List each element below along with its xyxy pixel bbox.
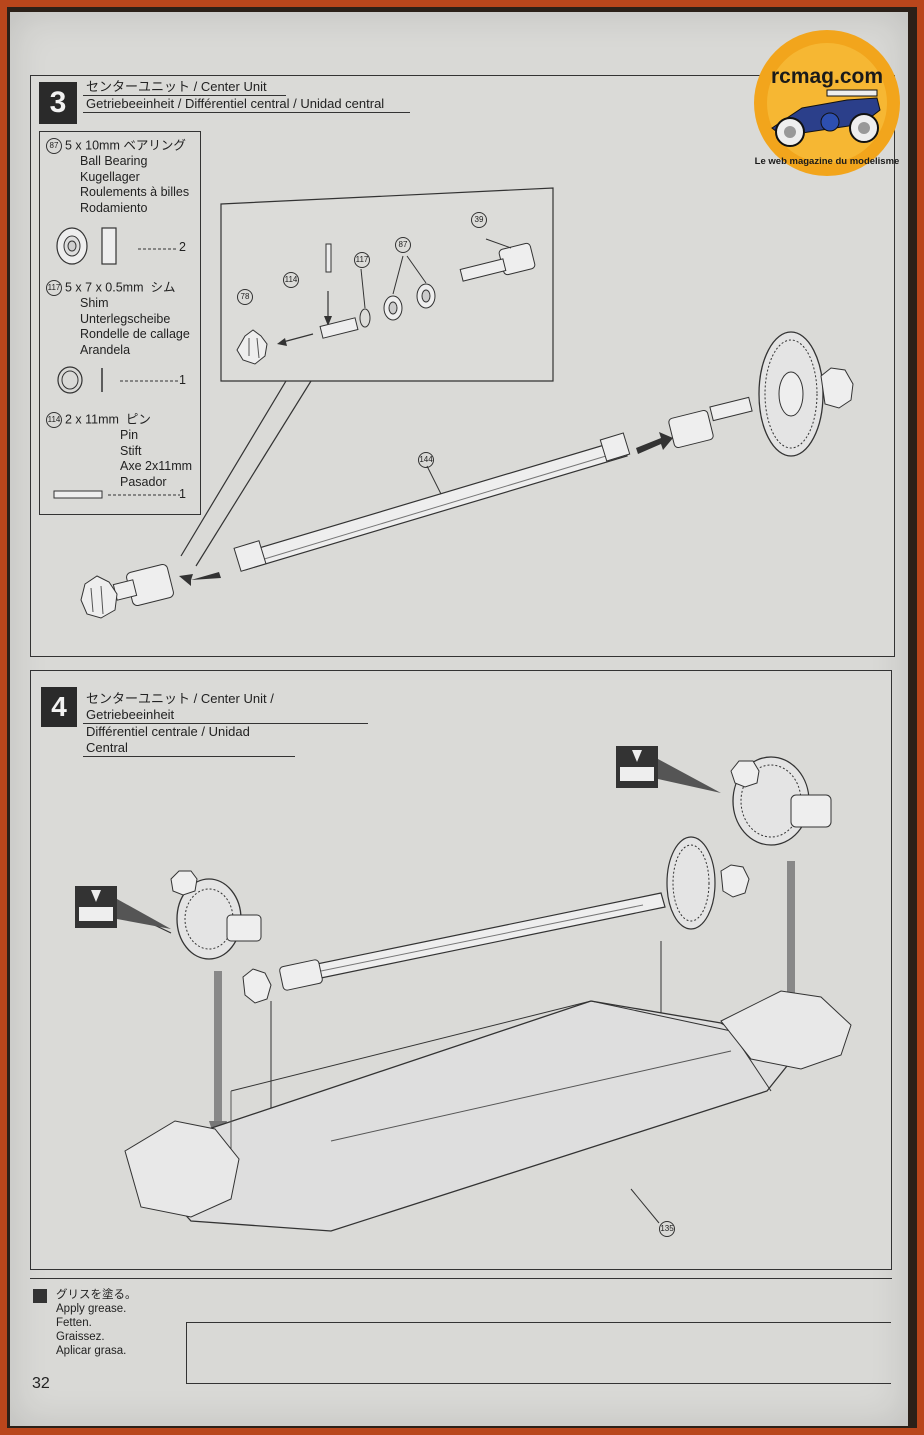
part-87-name-fr: Roulements à billes [80,185,190,199]
legend-en: Apply grease. [56,1303,127,1315]
page-number: 32 [32,1375,50,1392]
logo-site-text: rcmag.com [771,65,883,88]
chassis-tub [124,990,852,1232]
step4-title-line2: Différentiel centrale / Unidad Central [83,724,295,757]
part-117-name-de: Unterlegscheibe [80,311,171,326]
shim-117 [359,268,371,328]
part-117-size: 5 x 7 x 0.5mm [65,280,144,295]
part-114-callout: 114 [46,412,62,428]
legend-es: Aplicar grasa. [56,1345,127,1357]
part-117-jp: シム [150,280,176,295]
part-117-names: Shim Unterlegscheibe Rondelle de callage… [80,296,190,358]
legend-de: Fetten. [56,1317,92,1329]
step4-title: センターユニット / Center Unit / Getriebeeinheit… [83,691,368,757]
legend-divider [30,1278,892,1279]
callout-135: 135 [659,1221,675,1237]
cup-joint-39 [459,238,536,282]
part-117-name-en: Shim [80,296,109,310]
part-87-callout: 87 [46,138,62,154]
step3-number: 3 [39,82,77,124]
arrow-right [636,432,673,454]
step4-title-line1: センターユニット / Center Unit / Getriebeeinheit [83,691,368,724]
grease-icon-left [75,886,172,934]
part-114-name-de: Stift [120,443,142,458]
part-87-names: Ball Bearing Kugellager Roulements à bil… [80,154,189,216]
rear-differential [730,756,832,846]
step3-title-line1: センターユニット / Center Unit [83,79,286,96]
step4-diagram [75,746,852,1232]
shim-illustration [57,366,180,394]
part-87-name-de: Kugellager [80,169,140,184]
part-87-name-es: Rodamiento [80,200,148,215]
step3-panel: 3 センターユニット / Center Unit Getriebeeinheit… [30,75,895,657]
callout-144: 144 [418,452,434,468]
part-87-qty: 2 [179,240,186,254]
part-114-name-fr: Axe 2x11mm [120,459,193,473]
drive-shaft-144 [233,432,631,572]
legend-jp: グリスを塗る。 [56,1289,137,1301]
callout-78: 78 [237,289,253,305]
part-87-size: 5 x 10mm [65,138,120,153]
legend-grease-icon [33,1289,47,1303]
legend-fr: Graissez. [56,1331,105,1343]
step3-diagram [80,187,854,619]
callout-114: 114 [283,272,299,288]
part-87-jp: ベアリング [123,138,186,153]
part-117-name-es: Arandela [80,342,131,357]
callout-39: 39 [471,212,487,228]
part-114-qty: 1 [179,487,186,501]
pinion-78 [236,329,314,365]
pin-illustration [53,490,180,499]
logo-arc-text: Le web magazine du modelisme [755,156,900,167]
grease-legend: グリスを塗る。 Apply grease. Fetten. Graissez. … [56,1288,137,1358]
callout-87: 87 [395,237,411,253]
shaft-stub [319,317,359,339]
step3-title-line2: Getriebeeinheit / Différentiel central /… [83,96,410,113]
part-87-name-en: Ball Bearing [80,154,148,168]
callout-117: 117 [354,252,370,268]
part-114-jp: ピン [125,412,151,427]
bearings-87 [383,255,436,321]
pin-114 [324,243,332,326]
part-114-names: Pin Stift Axe 2x11mm Pasador [120,428,192,490]
part-117-name-fr: Rondelle de callage [80,327,190,341]
front-differential [170,870,262,960]
pinion-cup-assembly [80,563,174,619]
part-114-name-en: Pin [120,428,139,442]
arrow-left [179,572,221,586]
grease-icon-right [616,746,721,793]
bearing-illustration [56,227,178,265]
center-shaft [242,836,750,1004]
step3-title: センターユニット / Center Unit Getriebeeinheit /… [83,79,410,113]
bottom-right-box [186,1322,891,1384]
inset-box [220,187,554,382]
spur-gear-assembly [668,331,854,457]
part-117-callout: 117 [46,280,62,296]
step4-panel: 4 センターユニット / Center Unit / Getriebeeinhe… [30,670,892,1270]
step4-number: 4 [41,687,77,727]
rcmag-logo: rcmag.com Le web magazine du modelisme [752,28,902,178]
part-117-qty: 1 [179,373,186,387]
buggy-icon [771,89,881,147]
part-114-name-es: Pasador [120,474,167,489]
rcmag-logo-graphic: rcmag.com Le web magazine du modelisme [754,30,900,176]
part-114-size: 2 x 11mm [65,412,119,427]
